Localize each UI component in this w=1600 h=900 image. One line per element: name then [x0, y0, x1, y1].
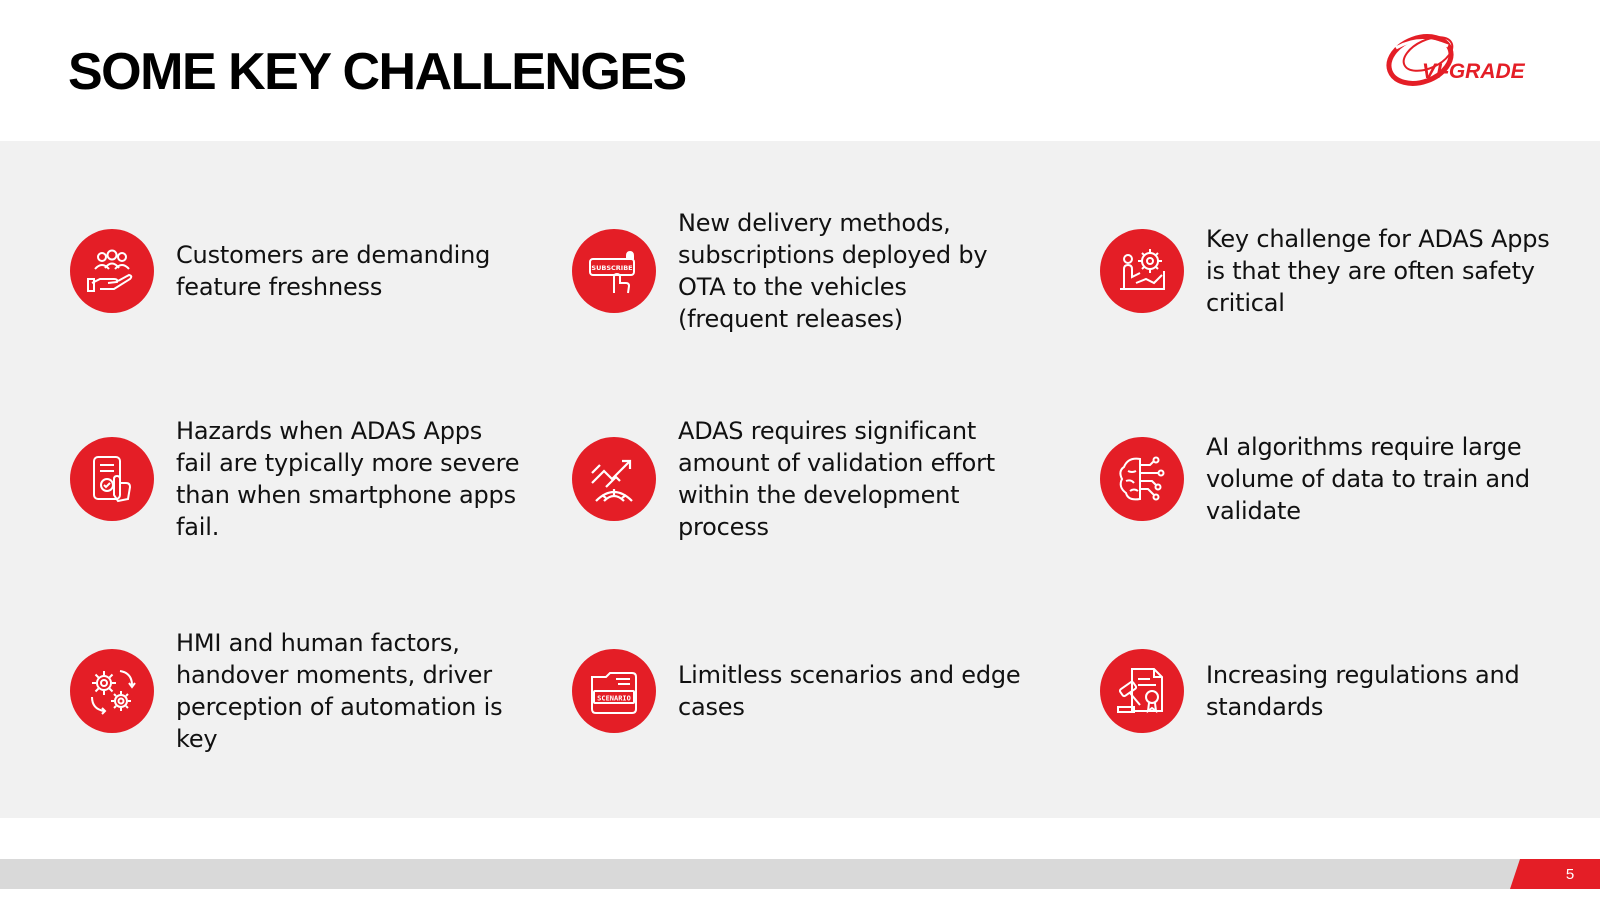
challenge-text: New delivery methods, subscriptions depl… — [678, 209, 988, 333]
challenge-item: Hazards when ADAS Apps fail are typicall… — [70, 417, 530, 577]
challenge-item: Increasing regulations and standards — [1100, 649, 1560, 789]
svg-text:SUBSCRIBE: SUBSCRIBE — [591, 264, 632, 272]
challenge-text: ADAS requires significant amount of vali… — [678, 417, 996, 541]
smartphone-touch-icon — [70, 437, 154, 521]
challenge-item: HMI and human factors, handover moments,… — [70, 629, 530, 789]
challenge-text: Key challenge for ADAS Apps is that they… — [1206, 225, 1550, 317]
safety-gear-icon — [1100, 229, 1184, 313]
customers-hand-icon — [70, 229, 154, 313]
challenge-item: Customers are demanding feature freshnes… — [70, 229, 530, 369]
challenge-item: SCENARIO Limitless scenarios and edge ca… — [572, 649, 1032, 789]
challenge-text: HMI and human factors, handover moments,… — [176, 629, 503, 753]
challenge-text: Increasing regulations and standards — [1206, 661, 1520, 721]
growth-chart-icon — [572, 437, 656, 521]
svg-text:VI-GRADE: VI-GRADE — [1422, 60, 1526, 83]
page-title: SOME KEY CHALLENGES — [68, 43, 687, 101]
page-number-badge: 5 — [1510, 859, 1600, 889]
ai-brain-icon — [1100, 437, 1184, 521]
challenge-item: SUBSCRIBE New delivery methods, subscrip… — [572, 209, 1032, 369]
challenges-panel: Customers are demanding feature freshnes… — [0, 141, 1600, 818]
footer-bar — [0, 859, 1600, 889]
subscribe-click-icon: SUBSCRIBE — [572, 229, 656, 313]
gears-cycle-icon — [70, 649, 154, 733]
challenge-text: Customers are demanding feature freshnes… — [176, 241, 491, 301]
challenge-text: Limitless scenarios and edge cases — [678, 661, 1021, 721]
regulation-document-icon — [1100, 649, 1184, 733]
challenge-item: ADAS requires significant amount of vali… — [572, 417, 1032, 577]
challenge-item: Key challenge for ADAS Apps is that they… — [1100, 225, 1560, 369]
challenge-text: Hazards when ADAS Apps fail are typicall… — [176, 417, 520, 541]
challenge-item: AI algorithms require large volume of da… — [1100, 433, 1560, 577]
scenario-folder-icon: SCENARIO — [572, 649, 656, 733]
page-number: 5 — [1565, 865, 1575, 883]
challenge-text: AI algorithms require large volume of da… — [1206, 433, 1530, 525]
vi-grade-logo: VI-GRADE — [1382, 30, 1562, 96]
svg-text:SCENARIO: SCENARIO — [597, 695, 631, 703]
